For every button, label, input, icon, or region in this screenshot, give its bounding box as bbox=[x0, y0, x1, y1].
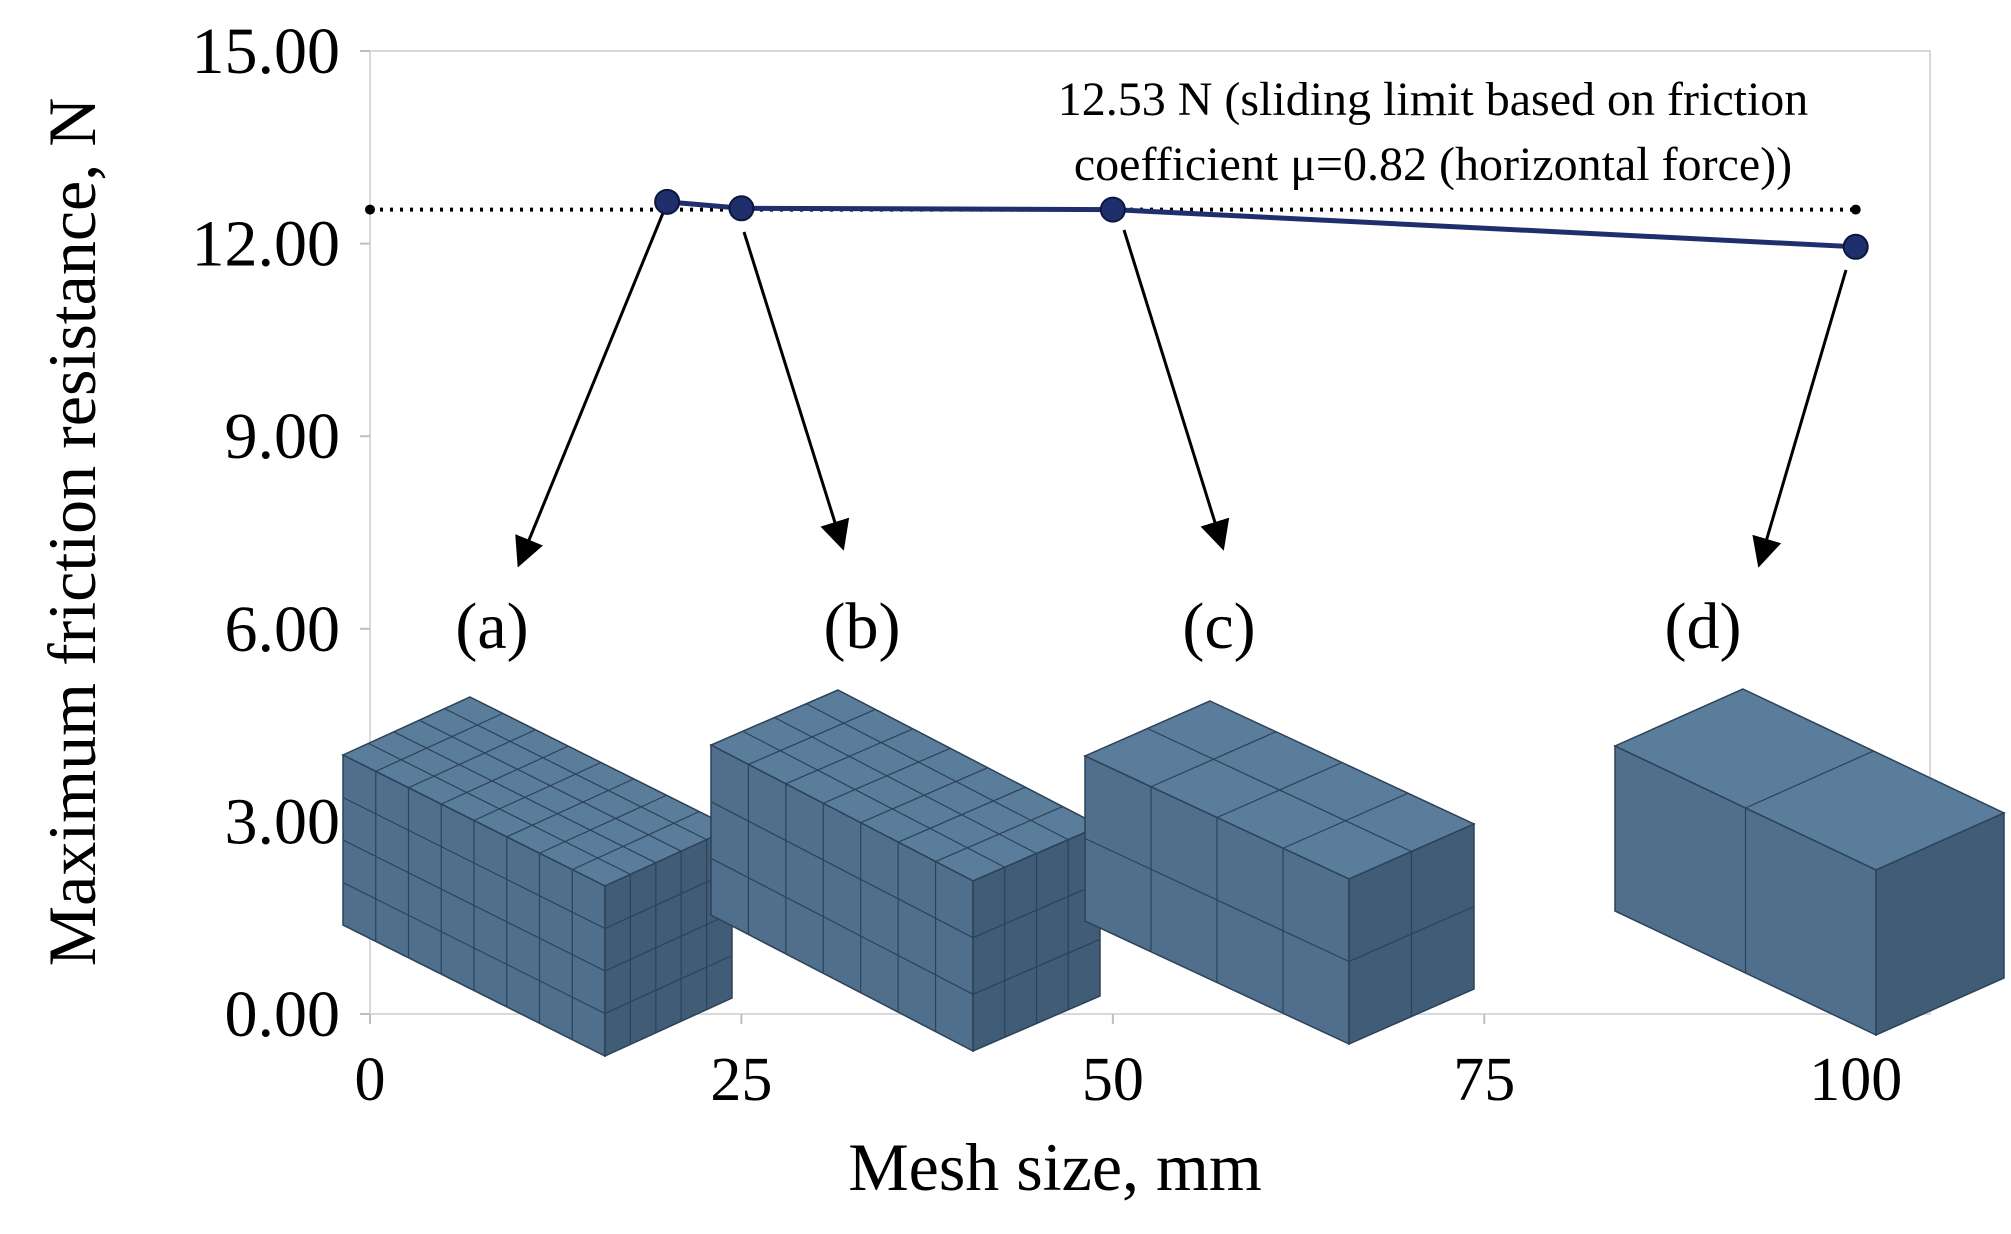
mesh-line bbox=[342, 881, 606, 1015]
annotation-line2: coefficient μ=0.82 (horizontal force)) bbox=[1074, 138, 1792, 191]
mesh-panels: (a) (b) (c) (d) bbox=[341, 212, 2006, 1058]
limit-endpoint bbox=[1850, 204, 1861, 215]
plot-area bbox=[369, 50, 1931, 1015]
mesh-line bbox=[393, 731, 657, 864]
mesh-line bbox=[1348, 905, 1475, 963]
mesh-line bbox=[1147, 727, 1412, 853]
mesh-line bbox=[342, 796, 606, 930]
mesh-line bbox=[539, 794, 667, 854]
y-tick-label: 15.00 bbox=[192, 15, 341, 88]
mesh-panel-c: (c) bbox=[1083, 229, 1476, 1046]
mesh-panel-b: (b) bbox=[709, 231, 1102, 1053]
mesh-line bbox=[444, 708, 707, 841]
x-tick-label: 100 bbox=[1809, 1046, 1902, 1114]
mesh-panel-a: (a) bbox=[341, 212, 734, 1058]
x-axis-label: Mesh size, mm bbox=[848, 1129, 1262, 1205]
mesh-panel-d: (d) bbox=[1613, 269, 2006, 1037]
mesh-line bbox=[972, 938, 1101, 995]
mesh-line bbox=[342, 839, 606, 972]
mesh-panel-label: (b) bbox=[824, 590, 901, 663]
y-tick-label: 0.00 bbox=[225, 978, 341, 1051]
mesh-line bbox=[604, 954, 733, 1015]
mesh-line bbox=[473, 761, 602, 822]
mesh-line bbox=[408, 729, 536, 789]
mesh-panel-label: (a) bbox=[455, 590, 528, 663]
mesh-panel-label: (c) bbox=[1182, 590, 1255, 663]
annotation-line1: 12.53 N (sliding limit based on friction bbox=[1058, 73, 1809, 126]
axes: 0 25 50 75 100 0.00 3.00 6.00 9.00 12.00 15.00 bbox=[192, 15, 1903, 1114]
pointer-arrow bbox=[1752, 269, 1848, 568]
pointer-arrow bbox=[1122, 229, 1230, 551]
data-point bbox=[1099, 196, 1126, 223]
pointer-arrow bbox=[515, 212, 665, 568]
mesh-line bbox=[375, 712, 503, 772]
y-tick-label: 3.00 bbox=[225, 785, 341, 858]
series-line bbox=[666, 199, 1856, 250]
mesh-line bbox=[710, 857, 974, 995]
mesh-line bbox=[368, 742, 631, 875]
mesh-line bbox=[710, 801, 974, 939]
data-point bbox=[1842, 233, 1869, 260]
y-tick-label: 12.00 bbox=[192, 208, 341, 281]
y-tick-label: 9.00 bbox=[225, 400, 341, 473]
mesh-panel-label: (d) bbox=[1665, 590, 1742, 663]
mesh-line bbox=[604, 912, 733, 972]
mesh-line bbox=[418, 719, 682, 852]
x-tick-label: 25 bbox=[710, 1046, 772, 1114]
x-tick-label: 50 bbox=[1082, 1046, 1144, 1114]
mesh-line bbox=[1745, 750, 1874, 809]
mesh-line bbox=[742, 730, 1006, 868]
limit-endpoint bbox=[365, 204, 375, 215]
block-side-face bbox=[1875, 811, 2005, 1037]
pointer-arrow bbox=[742, 231, 850, 551]
y-tick-label: 6.00 bbox=[225, 593, 341, 666]
mesh-line bbox=[774, 716, 1037, 855]
mesh-line bbox=[805, 703, 1069, 841]
mesh-line bbox=[572, 811, 700, 871]
mesh-line bbox=[972, 882, 1101, 939]
data-point bbox=[728, 195, 755, 222]
y-axis-label: Maximum friction resistance, N bbox=[34, 98, 110, 967]
mesh-line bbox=[1084, 837, 1350, 963]
series-layer bbox=[365, 188, 1869, 260]
data-point bbox=[654, 188, 681, 215]
x-tick-label: 75 bbox=[1453, 1046, 1515, 1114]
mesh-line bbox=[441, 745, 569, 805]
x-tick-label: 0 bbox=[355, 1046, 386, 1114]
mesh-line bbox=[506, 778, 634, 838]
